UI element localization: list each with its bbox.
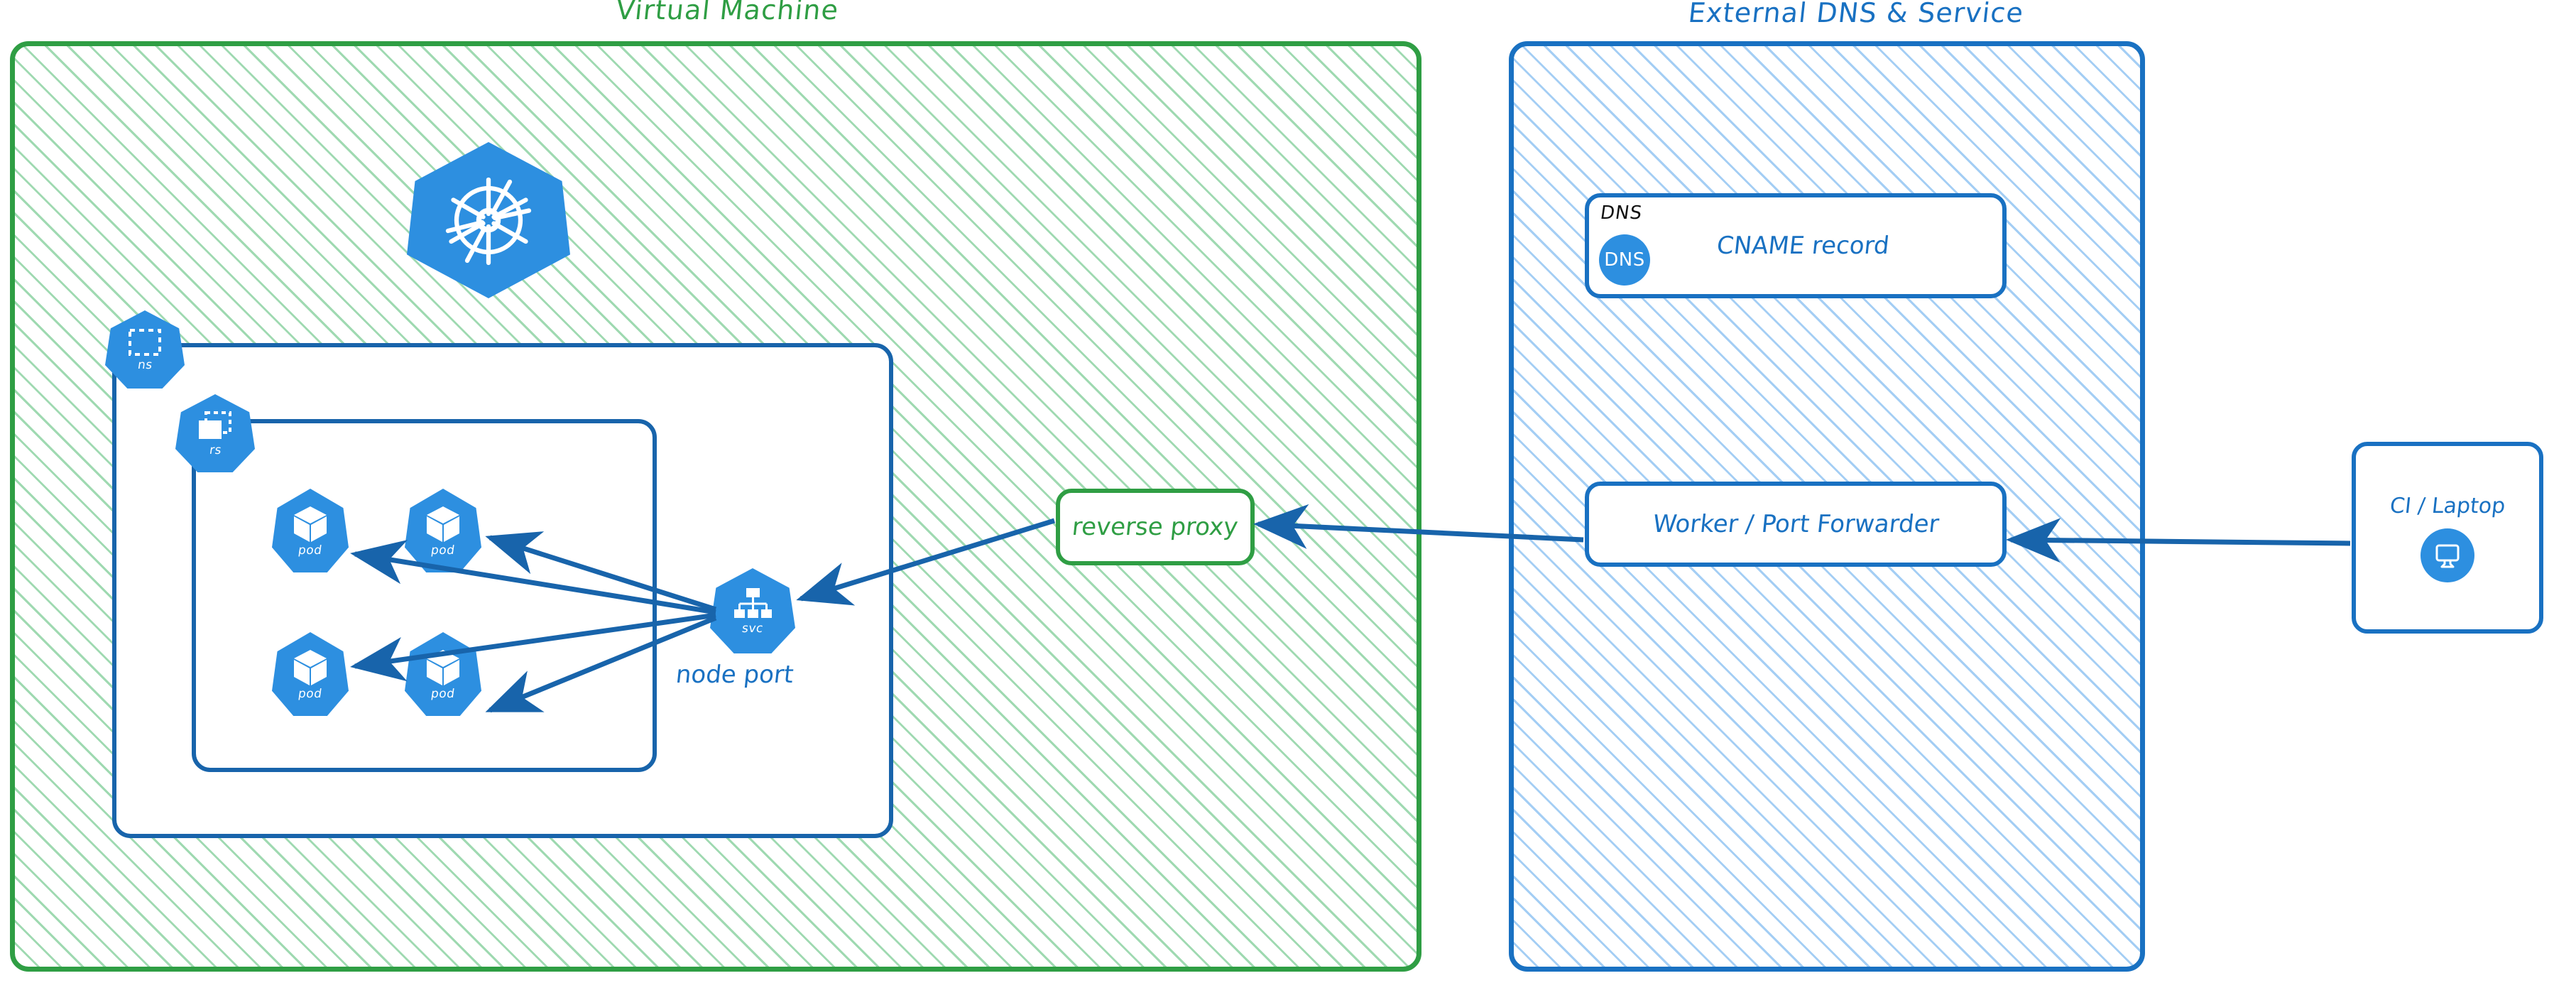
dns-badge-icon: DNS — [1599, 234, 1650, 286]
dns-record-box[interactable]: CNAME record — [1585, 193, 2007, 298]
namespace-label: ns — [136, 357, 153, 372]
node-port-caption: node port — [674, 661, 795, 689]
service-label: svc — [741, 621, 765, 636]
ci-laptop-label: CI / Laptop — [2389, 493, 2506, 518]
zone-external-title: External DNS & Service — [1686, 0, 2026, 28]
dns-tag-label: DNS — [1598, 202, 1644, 224]
reverse-proxy-box[interactable]: reverse proxy — [1056, 489, 1255, 565]
worker-port-forwarder-box[interactable]: Worker / Port Forwarder — [1585, 482, 2007, 567]
pod-label-3: pod — [297, 686, 324, 701]
pod-label-1: pod — [297, 543, 324, 558]
dns-record-label: CNAME record — [1715, 232, 1891, 260]
replicaset-label: rs — [208, 442, 222, 457]
replicaset-boundary-box — [192, 419, 657, 772]
worker-label: Worker / Port Forwarder — [1651, 510, 1941, 538]
ci-laptop-box[interactable]: CI / Laptop — [2352, 442, 2543, 634]
reverse-proxy-label: reverse proxy — [1071, 513, 1240, 541]
pod-label-4: pod — [430, 686, 457, 701]
zone-virtual-machine-title: Virtual Machine — [614, 0, 841, 26]
desktop-monitor-icon — [2421, 528, 2474, 582]
pod-label-2: pod — [430, 543, 457, 558]
